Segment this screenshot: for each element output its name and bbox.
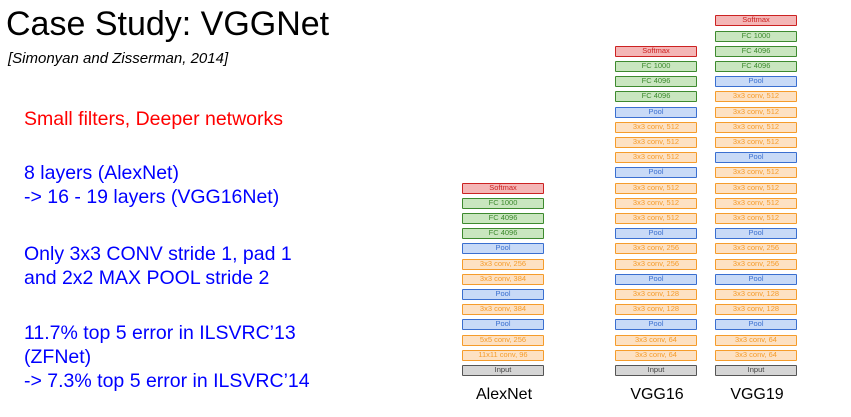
text-line: (ZFNet): [24, 346, 92, 368]
vgg19-layer-softmax: Softmax: [715, 15, 797, 27]
vgg16-layer-pool: Pool: [615, 106, 697, 118]
vgg19-layer-pool: Pool: [715, 319, 797, 331]
vgg19-layer-3x3-conv-128: 3x3 conv, 128: [715, 289, 797, 300]
alexnet-layer-pool: Pool: [462, 289, 544, 300]
network-label-vgg16: VGG16: [630, 386, 684, 403]
text-line: -> 16 - 19 layers (VGG16Net): [24, 186, 280, 208]
vgg19-layer-3x3-conv-512: 3x3 conv, 512: [715, 137, 797, 148]
vgg16-layer-fc-4096: FC 4096: [615, 76, 697, 88]
vgg19-layer-3x3-conv-512: 3x3 conv, 512: [715, 197, 797, 209]
vgg16-layer-3x3-conv-512: 3x3 conv, 512: [615, 121, 697, 133]
text-line: 8 layers (AlexNet): [24, 162, 179, 184]
vgg19-layer-3x3-conv-512: 3x3 conv, 512: [715, 121, 797, 133]
vgg19-layer-input: Input: [715, 365, 797, 376]
vgg19-layer-fc-4096: FC 4096: [715, 45, 797, 57]
vgg16-layer-pool: Pool: [615, 228, 697, 240]
vgg19-layer-pool: Pool: [715, 228, 797, 240]
error-comparison: 11.7% top 5 error in ILSVRC’13 (ZFNet) -…: [24, 321, 310, 393]
vgg16-layer-3x3-conv-128: 3x3 conv, 128: [615, 289, 697, 300]
vgg16-layer-3x3-conv-256: 3x3 conv, 256: [615, 243, 697, 255]
vgg19-layer-3x3-conv-128: 3x3 conv, 128: [715, 304, 797, 316]
layers-comparison: 8 layers (AlexNet) -> 16 - 19 layers (VG…: [24, 161, 279, 209]
vgg19-layer-3x3-conv-256: 3x3 conv, 256: [715, 258, 797, 270]
vgg19-layer-3x3-conv-256: 3x3 conv, 256: [715, 243, 797, 255]
vgg19-layer-fc-4096: FC 4096: [715, 61, 797, 72]
vgg19-layer-3x3-conv-512: 3x3 conv, 512: [715, 213, 797, 224]
vgg19-layer-pool: Pool: [715, 273, 797, 285]
vgg19-layer-3x3-conv-512: 3x3 conv, 512: [715, 167, 797, 179]
vgg16-layer-fc-4096: FC 4096: [615, 91, 697, 103]
vgg19-layer-3x3-conv-512: 3x3 conv, 512: [715, 182, 797, 194]
vgg16-layer-3x3-conv-512: 3x3 conv, 512: [615, 213, 697, 224]
alexnet-layer-fc-1000: FC 1000: [462, 197, 544, 209]
vgg16-layer-pool: Pool: [615, 319, 697, 331]
vgg16-layer-pool: Pool: [615, 167, 697, 179]
vgg16-layer-softmax: Softmax: [615, 45, 697, 57]
vgg16-layer-3x3-conv-128: 3x3 conv, 128: [615, 304, 697, 316]
alexnet-layer-pool: Pool: [462, 243, 544, 255]
alexnet-layer-3x3-conv-384: 3x3 conv, 384: [462, 273, 544, 285]
text-line: -> 7.3% top 5 error in ILSVRC’14: [24, 370, 310, 392]
vgg16-layer-3x3-conv-512: 3x3 conv, 512: [615, 197, 697, 209]
filter-description: Only 3x3 CONV stride 1, pad 1 and 2x2 MA…: [24, 242, 292, 290]
vgg16-layer-3x3-conv-64: 3x3 conv, 64: [615, 334, 697, 346]
citation: [Simonyan and Zisserman, 2014]: [8, 50, 229, 67]
text-line: 11.7% top 5 error in ILSVRC’13: [24, 322, 296, 344]
vgg19-layer-pool: Pool: [715, 76, 797, 88]
slide-title: Case Study: VGGNet: [6, 5, 330, 43]
vgg16-layer-3x3-conv-256: 3x3 conv, 256: [615, 258, 697, 270]
vgg16-layer-3x3-conv-64: 3x3 conv, 64: [615, 349, 697, 361]
vgg19-layer-pool: Pool: [715, 152, 797, 164]
alexnet-layer-input: Input: [462, 365, 544, 376]
alexnet-layer-fc-4096: FC 4096: [462, 228, 544, 240]
network-label-vgg19: VGG19: [730, 386, 784, 403]
vgg16-layer-fc-1000: FC 1000: [615, 61, 697, 72]
vgg19-layer-3x3-conv-64: 3x3 conv, 64: [715, 349, 797, 361]
alexnet-layer-11x11-conv-96: 11x11 conv, 96: [462, 349, 544, 361]
vgg16-layer-pool: Pool: [615, 273, 697, 285]
alexnet-layer-3x3-conv-384: 3x3 conv, 384: [462, 304, 544, 316]
alexnet-layer-3x3-conv-256: 3x3 conv, 256: [462, 258, 544, 270]
text-line: and 2x2 MAX POOL stride 2: [24, 267, 270, 289]
alexnet-layer-pool: Pool: [462, 319, 544, 331]
vgg19-layer-3x3-conv-64: 3x3 conv, 64: [715, 334, 797, 346]
vgg19-layer-3x3-conv-512: 3x3 conv, 512: [715, 91, 797, 103]
alexnet-layer-softmax: Softmax: [462, 182, 544, 194]
vgg16-layer-3x3-conv-512: 3x3 conv, 512: [615, 137, 697, 148]
network-label-alexnet: AlexNet: [475, 386, 533, 403]
vgg16-layer-input: Input: [615, 365, 697, 376]
vgg19-layer-3x3-conv-512: 3x3 conv, 512: [715, 106, 797, 118]
alexnet-layer-fc-4096: FC 4096: [462, 213, 544, 224]
vgg16-layer-3x3-conv-512: 3x3 conv, 512: [615, 152, 697, 164]
highlight-text: Small filters, Deeper networks: [24, 108, 284, 130]
text-line: Only 3x3 CONV stride 1, pad 1: [24, 243, 292, 265]
vgg16-layer-3x3-conv-512: 3x3 conv, 512: [615, 182, 697, 194]
alexnet-layer-5x5-conv-256: 5x5 conv, 256: [462, 334, 544, 346]
vgg19-layer-fc-1000: FC 1000: [715, 30, 797, 42]
